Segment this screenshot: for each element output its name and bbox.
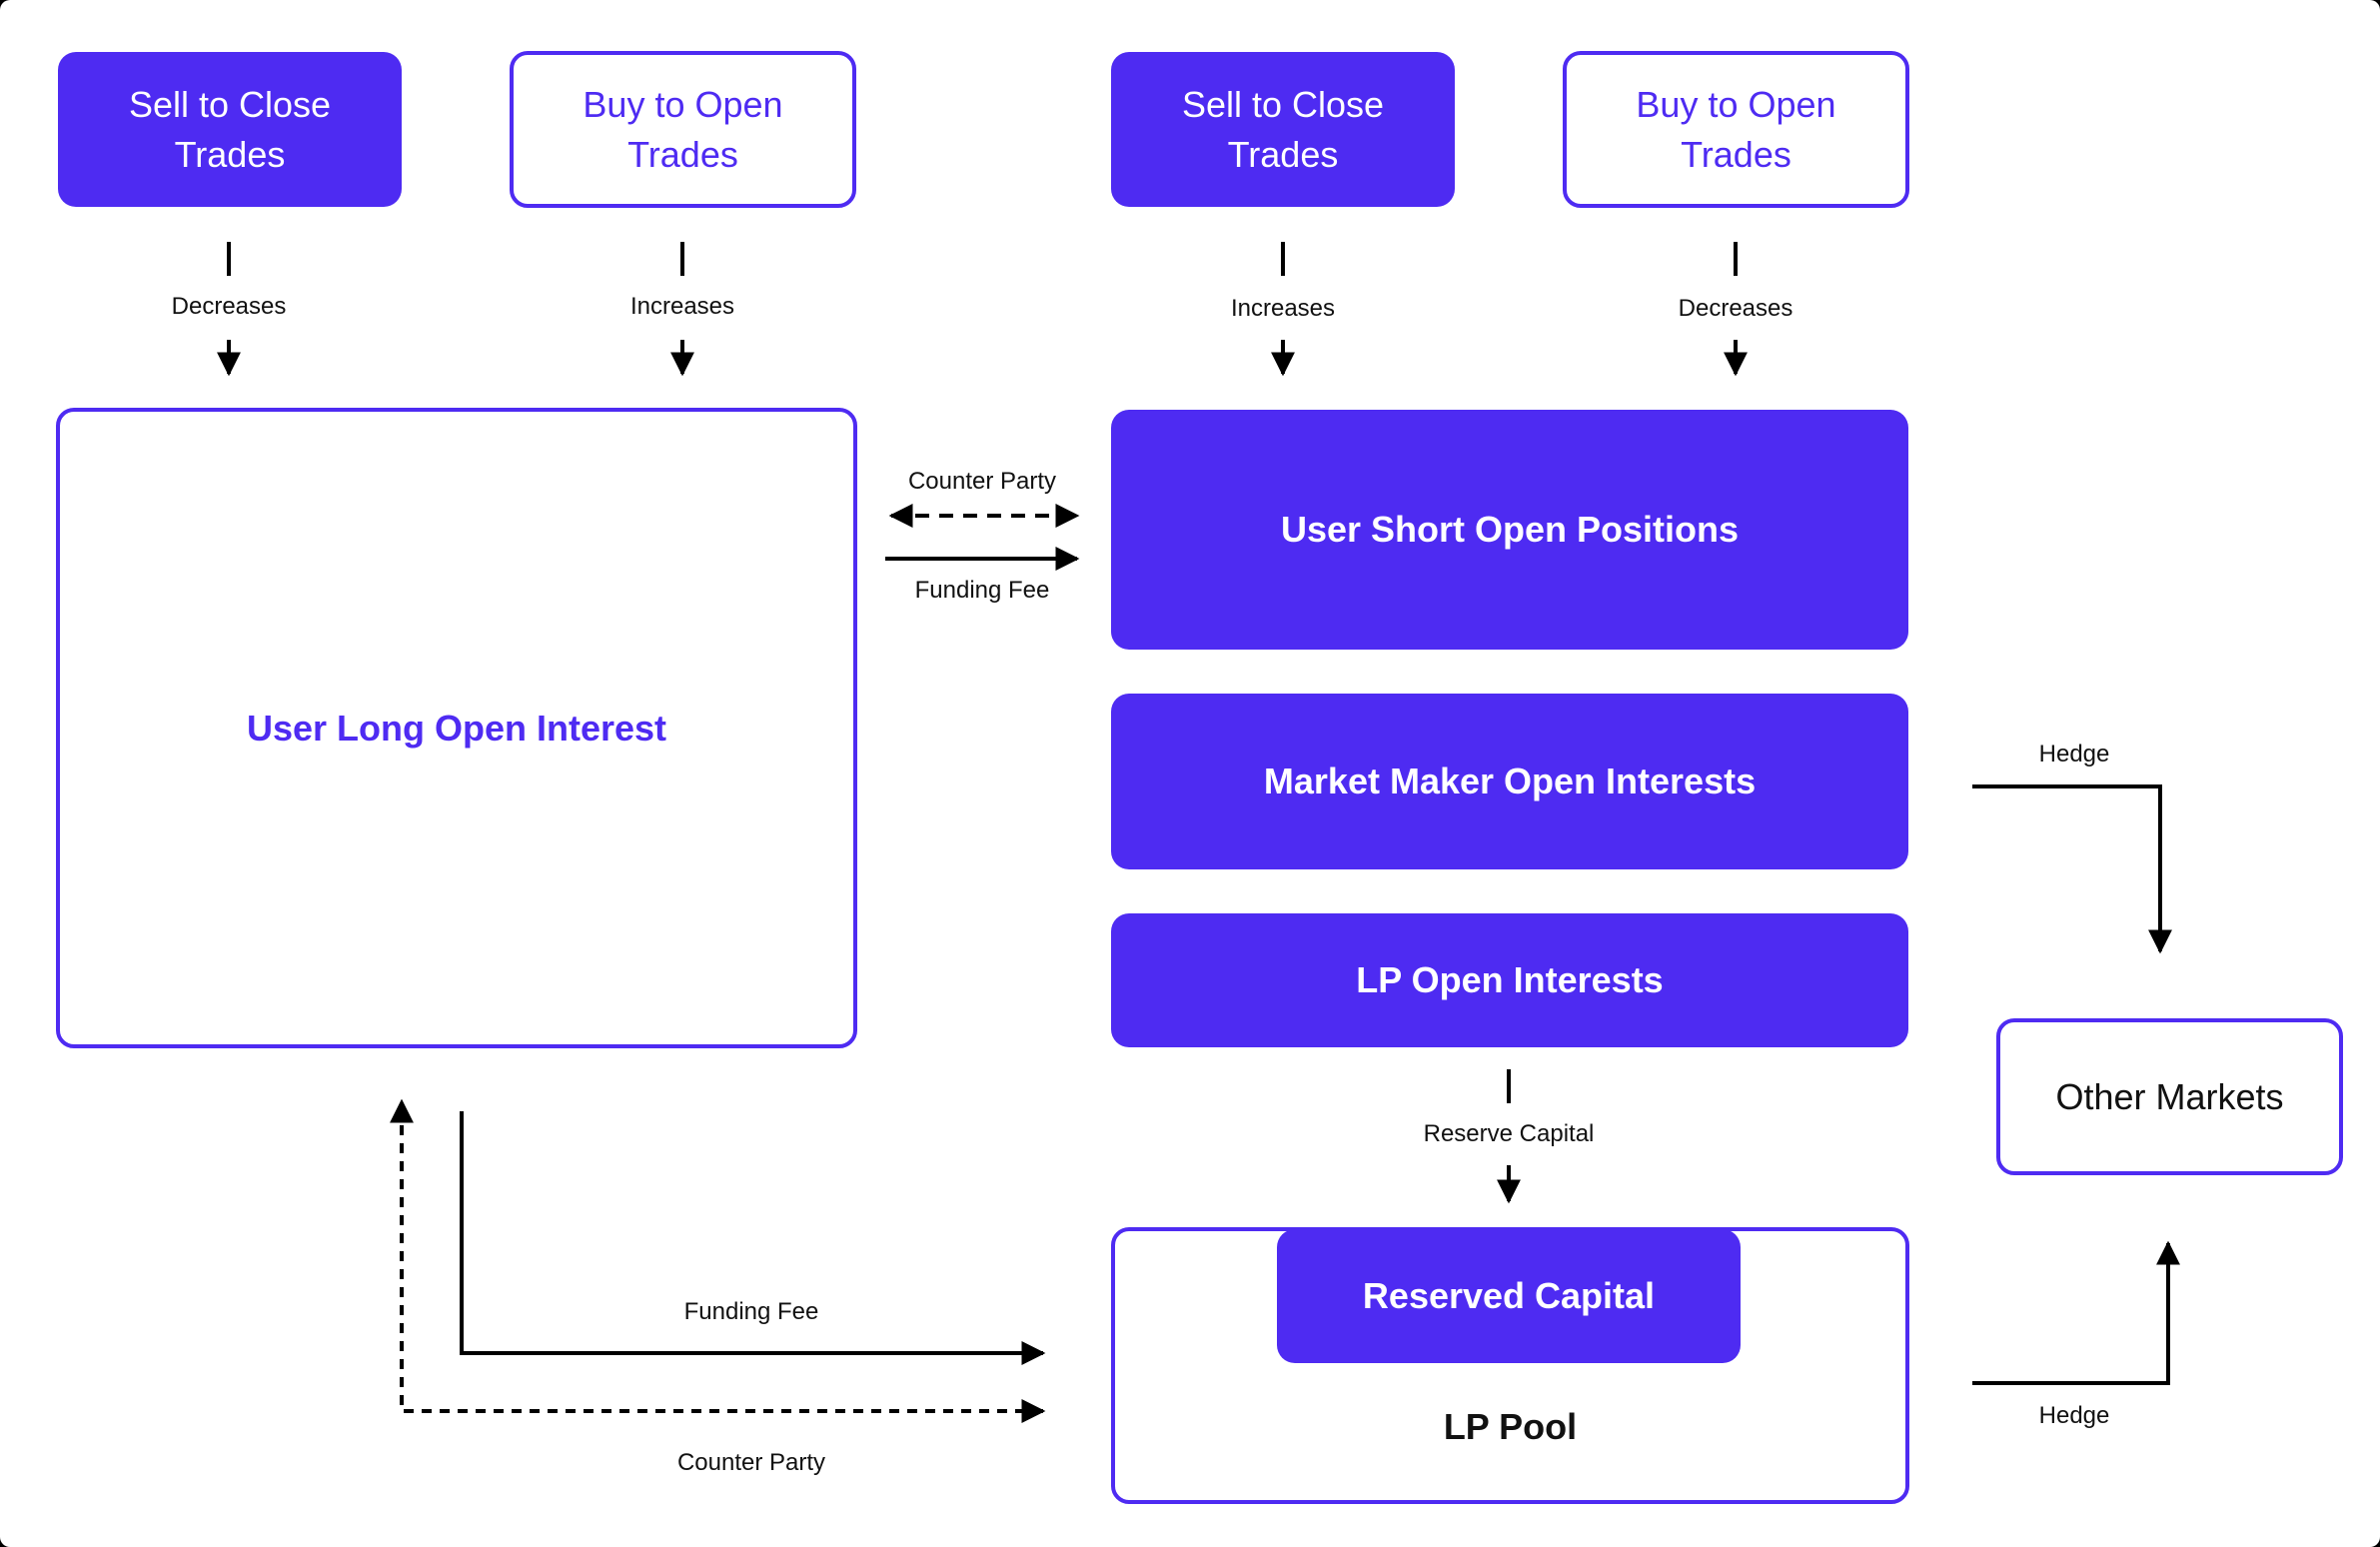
- left-sell-effect-label: Decreases: [171, 293, 287, 320]
- counter-party-top-label: Counter Party: [907, 468, 1057, 495]
- counter-party-bottom-label: Counter Party: [676, 1449, 826, 1476]
- left-buy-to-open-box: Buy to Open Trades: [510, 51, 856, 208]
- other-markets-box: Other Markets: [1996, 1018, 2343, 1175]
- right-buy-to-open-box: Buy to Open Trades: [1563, 51, 1909, 208]
- right-sell-effect-label: Increases: [1230, 295, 1336, 322]
- market-maker-open-interests-label: Market Maker Open Interests: [1263, 761, 1757, 801]
- reserve-capital-label: Reserve Capital: [1423, 1120, 1595, 1147]
- left-buy-to-open-label: Buy to Open Trades: [583, 83, 783, 175]
- right-buy-to-open-label: Buy to Open Trades: [1636, 83, 1836, 175]
- lp-open-interests-label: LP Open Interests: [1356, 959, 1664, 1000]
- user-short-open-positions-label: User Short Open Positions: [1280, 509, 1740, 550]
- user-long-open-interest-label: User Long Open Interest: [246, 707, 667, 749]
- reserved-capital-label: Reserved Capital: [1362, 1275, 1656, 1316]
- hedge-bottom-arrow: [1972, 1240, 2180, 1385]
- hedge-top-arrow: [1972, 784, 2172, 954]
- left-sell-to-close-box: Sell to Close Trades: [58, 52, 402, 207]
- market-maker-open-interests-box: Market Maker Open Interests: [1111, 694, 1908, 869]
- funding-fee-top-label: Funding Fee: [914, 577, 1050, 604]
- reserved-capital-box: Reserved Capital: [1277, 1229, 1741, 1363]
- right-sell-to-close-box: Sell to Close Trades: [1111, 52, 1455, 207]
- counter-party-bottom-arrow: [390, 1098, 1046, 1423]
- right-sell-to-close-label: Sell to Close Trades: [1181, 83, 1385, 175]
- left-buy-effect-label: Increases: [629, 293, 735, 320]
- other-markets-label: Other Markets: [2055, 1075, 2284, 1117]
- funding-fee-bottom-label: Funding Fee: [683, 1298, 819, 1325]
- lp-open-interests-box: LP Open Interests: [1111, 913, 1908, 1047]
- user-long-open-interest-box: User Long Open Interest: [56, 408, 857, 1048]
- left-sell-to-close-label: Sell to Close Trades: [128, 83, 332, 175]
- hedge-bottom-label: Hedge: [2038, 1402, 2110, 1429]
- user-short-open-positions-box: User Short Open Positions: [1111, 410, 1908, 650]
- hedge-top-label: Hedge: [2038, 741, 2110, 768]
- lp-pool-label: LP Pool: [1443, 1406, 1578, 1447]
- right-buy-effect-label: Decreases: [1678, 295, 1793, 322]
